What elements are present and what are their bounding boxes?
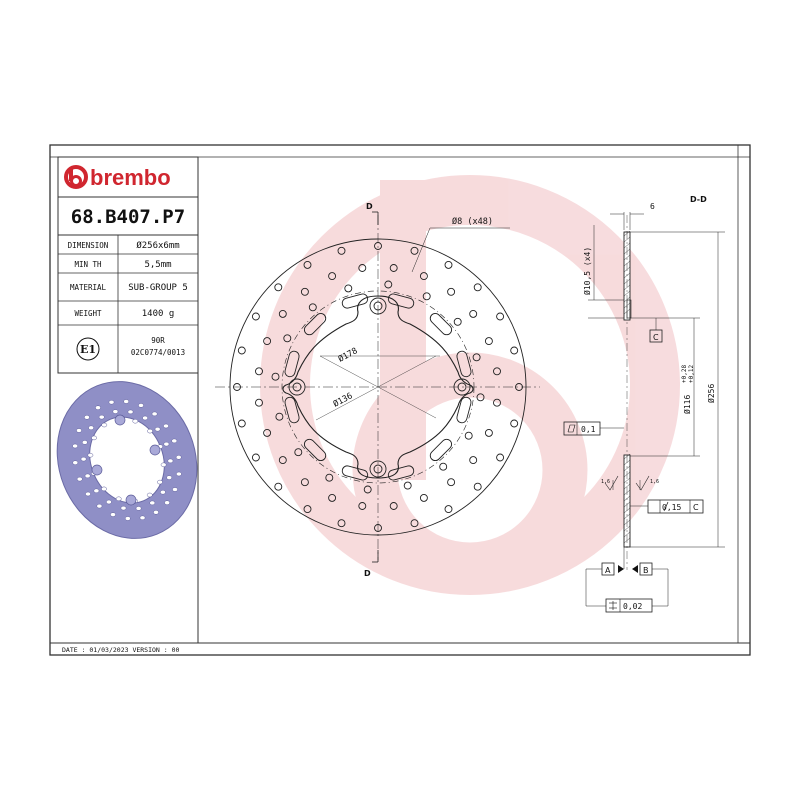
section-marker-top: D: [366, 202, 373, 211]
spec-value-dimension: Ø256x6mm: [136, 240, 179, 251]
hub-diameter-dimension: Ø116: [682, 395, 692, 414]
footer-date-version: DATE : 01/03/2023 VERSION : 00: [62, 646, 179, 654]
brembo-logo: brembo: [64, 165, 171, 190]
parallelism-value: 0,02: [623, 602, 642, 611]
sheet-border: [49, 144, 751, 656]
title-block: brembo 68.B407.P7 DIMENSION Ø256x6mm MIN…: [57, 156, 199, 643]
disc-render-image: [56, 381, 198, 539]
spec-label-weight: WEIGHT: [74, 309, 102, 318]
disc-front-view: [215, 211, 540, 563]
spec-label-min-th: MIN TH: [74, 260, 102, 269]
thickness-dimension: 6: [650, 202, 655, 211]
homologation-line1: 90R: [151, 336, 165, 345]
runout-datum: C: [693, 503, 699, 512]
homologation-line2: 02C0774/0013: [131, 348, 185, 357]
svg-text:E1: E1: [80, 343, 96, 356]
spec-value-min-th: 5,5mm: [144, 260, 171, 270]
runout-value: 0,15: [662, 503, 681, 512]
section-view-dd: [563, 212, 725, 613]
spec-label-material: MATERIAL: [70, 283, 107, 292]
spec-value-weight: 1400 g: [142, 309, 175, 319]
brand-name: brembo: [90, 165, 171, 190]
spec-value-material: SUB-GROUP 5: [128, 283, 188, 293]
datum-b-label: B: [643, 566, 649, 575]
mount-holes-dimension: Ø10,5 (x4): [582, 247, 592, 295]
bolt-circle-dimension: Ø136: [331, 390, 354, 409]
datum-c-label: C: [653, 333, 659, 342]
datum-a-label: A: [605, 566, 611, 575]
outer-diameter-dimension: Ø256: [706, 384, 716, 403]
hub-tolerance-lower: +0,12: [688, 365, 695, 383]
flatness-value: 0,1: [581, 425, 596, 434]
holes-dimension-label: Ø8 (x48): [452, 216, 493, 227]
part-number: 68.B407.P7: [71, 206, 185, 228]
inner-ring-dimension: Ø178: [336, 345, 359, 364]
hub-tolerance-upper: +0,28: [681, 365, 688, 383]
section-title: D-D: [690, 195, 707, 204]
spec-label-dimension: DIMENSION: [68, 241, 109, 250]
e1-homologation-mark: E1: [76, 337, 100, 361]
roughness-right: 1,6: [650, 479, 659, 485]
section-marker-bottom: D: [364, 569, 371, 578]
roughness-left: 1,6: [601, 479, 610, 485]
